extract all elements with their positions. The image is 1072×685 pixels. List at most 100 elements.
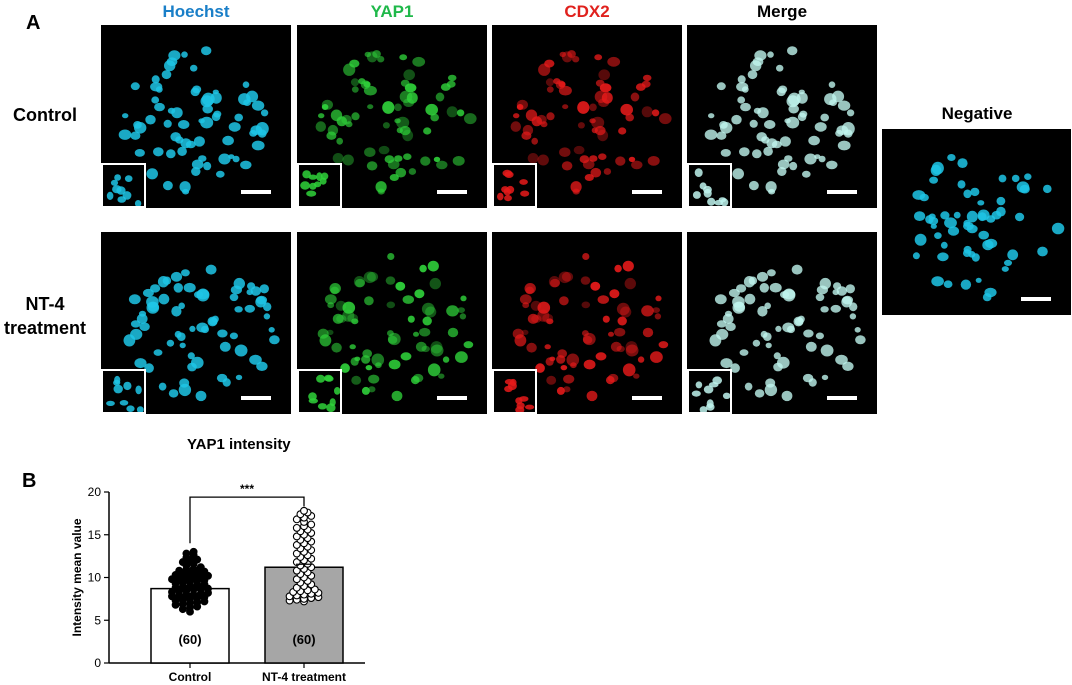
nucleus bbox=[427, 363, 441, 377]
nucleus bbox=[849, 302, 858, 312]
inset-nucleus bbox=[694, 168, 703, 177]
nucleus bbox=[1024, 173, 1032, 180]
nucleus bbox=[407, 315, 415, 323]
nucleus bbox=[560, 365, 568, 371]
nucleus bbox=[324, 294, 337, 305]
nucleus bbox=[420, 156, 431, 166]
nucleus bbox=[519, 294, 532, 305]
inset-nucleus bbox=[317, 403, 327, 410]
nucleus bbox=[780, 291, 790, 299]
data-point bbox=[196, 563, 205, 572]
nucleus bbox=[931, 276, 944, 287]
inset-nucleus bbox=[703, 385, 714, 394]
nucleus bbox=[522, 124, 534, 136]
nucleus bbox=[591, 116, 605, 129]
nucleus bbox=[655, 295, 662, 302]
inset-nucleus bbox=[699, 406, 708, 412]
nucleus bbox=[628, 156, 636, 163]
nucleus bbox=[558, 85, 572, 96]
nucleus bbox=[617, 316, 627, 326]
nucleus bbox=[984, 287, 997, 298]
nucleus bbox=[805, 341, 817, 352]
scale-bar bbox=[241, 396, 271, 400]
nucleus bbox=[854, 327, 861, 333]
nucleus bbox=[793, 316, 804, 327]
nucleus bbox=[368, 374, 380, 384]
nucleus bbox=[145, 114, 156, 125]
nucleus bbox=[191, 159, 204, 170]
nucleus bbox=[637, 356, 645, 363]
nucleus bbox=[1007, 249, 1019, 261]
nucleus bbox=[940, 211, 950, 220]
nucleus bbox=[708, 113, 715, 119]
inset-zoom bbox=[492, 369, 537, 414]
nucleus bbox=[1051, 222, 1065, 235]
nucleus bbox=[625, 344, 639, 357]
inset-nucleus bbox=[708, 382, 719, 388]
nucleus bbox=[249, 354, 262, 365]
nucleus bbox=[378, 188, 386, 195]
nucleus bbox=[535, 363, 545, 373]
nucleus bbox=[914, 233, 927, 246]
nucleus bbox=[1004, 259, 1012, 266]
column-label-yap1: YAP1 bbox=[370, 2, 414, 21]
data-point bbox=[292, 523, 301, 532]
nucleus bbox=[652, 307, 660, 313]
inset-nucleus bbox=[516, 402, 525, 410]
nucleus bbox=[934, 232, 942, 239]
nucleus bbox=[1019, 184, 1030, 194]
nucleus bbox=[251, 140, 265, 151]
inset-nucleus bbox=[519, 396, 529, 402]
inset-nucleus bbox=[691, 390, 701, 397]
nucleus bbox=[594, 90, 608, 104]
nucleus bbox=[391, 390, 403, 402]
inset-nucleus bbox=[119, 400, 129, 406]
nucleus bbox=[820, 113, 829, 122]
nucleus bbox=[402, 295, 414, 304]
nucleus bbox=[372, 50, 381, 58]
nucleus bbox=[759, 283, 769, 293]
nucleus bbox=[395, 281, 406, 291]
nucleus bbox=[158, 382, 167, 391]
nucleus bbox=[594, 54, 603, 61]
micrograph-canvas bbox=[709, 264, 866, 402]
inset-nucleus bbox=[106, 191, 114, 200]
nucleus bbox=[841, 296, 853, 308]
nucleus bbox=[368, 386, 376, 393]
nucleus bbox=[602, 315, 610, 323]
nucleus bbox=[255, 296, 267, 308]
nucleus bbox=[167, 107, 176, 114]
nucleus bbox=[609, 289, 620, 299]
micrograph-control-cdx2 bbox=[492, 25, 682, 208]
inset-zoom bbox=[101, 163, 146, 208]
nucleus bbox=[251, 100, 265, 111]
inset-nucleus bbox=[308, 392, 317, 401]
nucleus bbox=[330, 109, 343, 122]
nucleus bbox=[350, 78, 360, 87]
nucleus bbox=[200, 95, 214, 108]
inset-nucleus bbox=[124, 175, 133, 182]
nucleus bbox=[394, 103, 402, 112]
nucleus bbox=[971, 253, 980, 262]
nucleus bbox=[625, 113, 634, 122]
nucleus bbox=[779, 136, 791, 147]
inset-nucleus bbox=[316, 374, 326, 383]
nucleus bbox=[327, 302, 335, 309]
nucleus bbox=[250, 286, 261, 296]
nucleus bbox=[582, 253, 590, 260]
nucleus bbox=[776, 64, 784, 72]
inset-nucleus bbox=[309, 182, 317, 190]
nucleus bbox=[361, 386, 370, 395]
inset-nucleus bbox=[326, 403, 336, 412]
nucleus bbox=[403, 153, 412, 160]
nucleus bbox=[442, 356, 450, 363]
nucleus bbox=[425, 103, 438, 116]
nucleus bbox=[749, 180, 759, 191]
nucleus bbox=[526, 342, 537, 353]
nucleus bbox=[173, 283, 183, 293]
nucleus bbox=[332, 313, 344, 324]
nucleus bbox=[163, 119, 172, 128]
nucleus bbox=[521, 329, 529, 335]
inset-nucleus bbox=[504, 195, 512, 202]
